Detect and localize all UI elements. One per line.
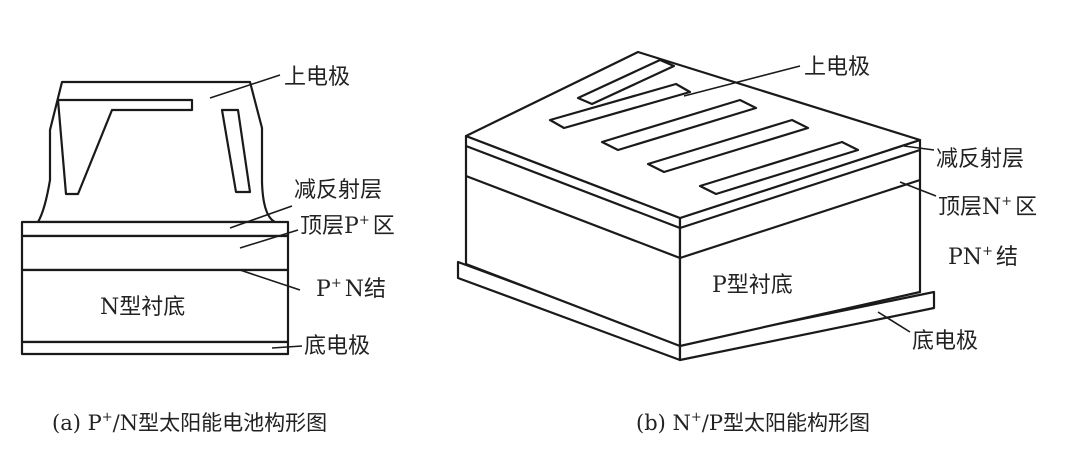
b-leader-top-electrode <box>683 65 801 97</box>
a-label-junction: P+N结 <box>316 276 386 302</box>
b-electrode-finger-4 <box>646 118 810 174</box>
b-label-top-electrode: 上电极 <box>804 55 870 80</box>
figure-b: 上电极 减反射层 顶层N+区 PN+结 P型衬底 底电极 (b) N+/P型太阳… <box>456 50 1037 435</box>
a-leader-antireflection <box>229 205 293 229</box>
b-front-antireflection-line <box>465 144 681 230</box>
b-caption: (b) N+/P型太阳能构形图 <box>636 410 870 435</box>
a-top-p-region <box>20 234 290 272</box>
b-bottom-electrode-side <box>678 290 936 362</box>
b-leader-top-region <box>899 181 937 197</box>
a-leader-bottom-electrode <box>271 345 303 349</box>
b-electrode-finger-3 <box>600 98 758 152</box>
b-front-top-region-line <box>465 174 681 260</box>
b-label-bottom-electrode: 底电极 <box>912 329 978 354</box>
a-leader-top-electrode <box>209 74 281 99</box>
a-label-substrate: N型衬底 <box>100 295 185 320</box>
b-electrode-finger-5 <box>698 140 860 196</box>
a-leader-top-region <box>239 229 299 249</box>
b-leader-bottom-electrode <box>877 311 911 333</box>
b-label-substrate: P型衬底 <box>712 273 793 298</box>
a-label-top-region: 顶层P+区 <box>300 213 395 239</box>
a-label-top-electrode: 上电极 <box>284 65 350 90</box>
a-antireflection-layer <box>20 220 290 238</box>
figure-a: 上电极 减反射层 顶层P+区 P+N结 N型衬底 底电极 (a) P+/N型太阳… <box>20 65 395 435</box>
b-top-face <box>464 50 922 220</box>
a-bottom-electrode <box>20 340 290 356</box>
b-leader-antireflection <box>903 145 935 151</box>
b-label-junction: PN+结 <box>948 244 1018 270</box>
b-right-top-region-line <box>679 178 921 260</box>
b-right-antireflection-line <box>679 148 921 230</box>
a-label-antireflection: 减反射层 <box>294 178 382 203</box>
b-label-top-region: 顶层N+区 <box>938 194 1037 220</box>
a-electrode-finger-right <box>220 108 252 194</box>
a-electrode-finger-left <box>56 98 194 196</box>
a-leader-junction <box>239 269 301 291</box>
b-electrode-finger-2 <box>548 82 692 130</box>
a-label-bottom-electrode: 底电极 <box>304 334 370 359</box>
b-electrode-finger-1 <box>576 58 676 106</box>
b-label-antireflection: 减反射层 <box>936 147 1024 172</box>
a-caption: (a) P+/N型太阳能电池构形图 <box>52 410 327 435</box>
